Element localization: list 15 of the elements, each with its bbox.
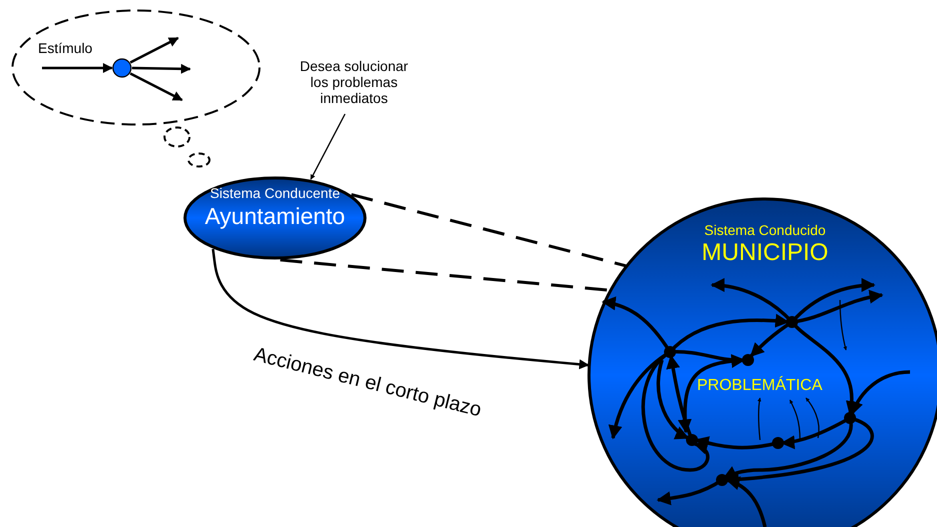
note-text: Desea solucionar los problemas inmediatos [298,58,410,106]
system-name: MUNICIPIO [700,239,830,267]
edge-label: Estímulo [36,40,94,56]
system-name: Ayuntamiento [204,203,346,230]
arrow [130,72,183,102]
problem-label: PROBLEMÁTICA [697,377,822,395]
arrow [130,36,179,64]
projection-line [280,258,610,292]
system-type-label: Sistema Conducente [209,185,341,202]
arrow [212,248,590,370]
arrow [310,114,346,180]
arrow [42,63,113,73]
arrow [132,64,191,74]
projection-line [351,193,626,268]
system-type-label: Sistema Conducido [703,222,827,238]
